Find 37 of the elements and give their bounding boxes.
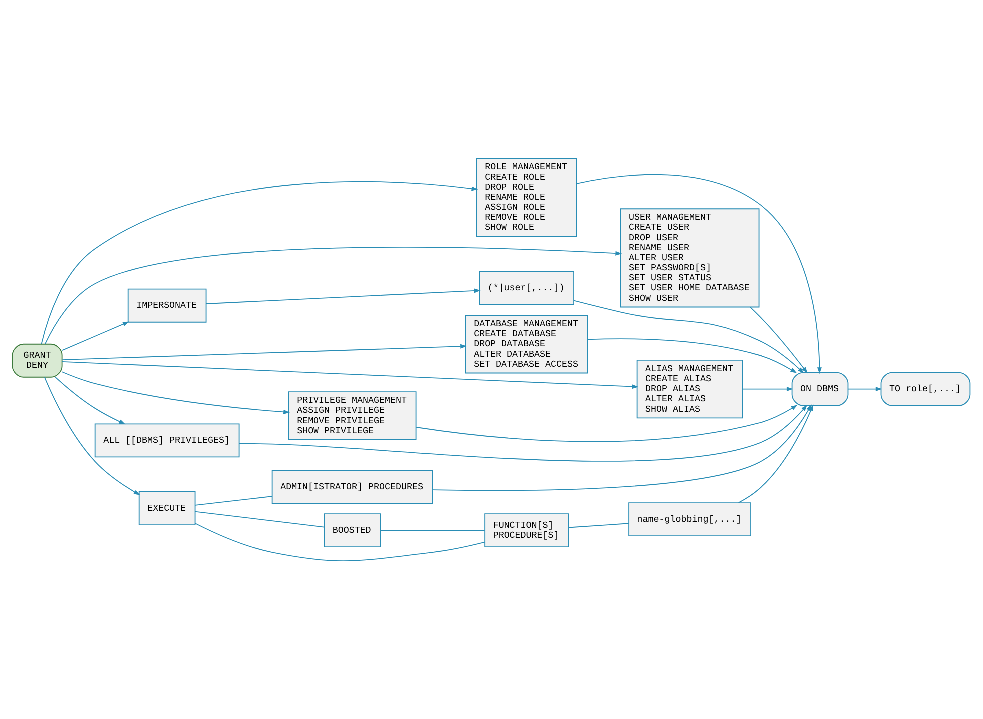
arrow bbox=[62, 360, 639, 389]
arrow bbox=[588, 338, 798, 373]
arrow bbox=[44, 246, 622, 344]
arrow bbox=[574, 300, 804, 374]
node-box: ON DBMS bbox=[792, 372, 849, 406]
connector bbox=[568, 522, 630, 528]
node-box: USER MANAGEMENT CREATE USER DROP USER RENAME USER ALTER USER SET PASSWORD[S] SET USER STATUS SET USER HOME DATABASE SHOW USER bbox=[620, 208, 760, 308]
node-box: EXECUTE bbox=[138, 491, 196, 525]
node-box: IMPERSONATE bbox=[128, 288, 207, 322]
node-box: ALIAS MANAGEMENT CREATE ALIAS DROP ALIAS ALTER ALIAS SHOW ALIAS bbox=[636, 359, 744, 418]
node-box: ROLE MANAGEMENT CREATE ROLE DROP ROLE RENAME ROLE ASSIGN ROLE REMOVE ROLE SHOW ROLE bbox=[476, 158, 578, 237]
node-box: BOOSTED bbox=[324, 513, 381, 547]
node-box: ALL [[DBMS] PRIVILEGES] bbox=[94, 423, 240, 458]
connector bbox=[194, 510, 325, 528]
connector bbox=[194, 496, 272, 506]
arrow bbox=[750, 306, 808, 374]
node-box: TO role[,...] bbox=[880, 372, 971, 406]
arrow bbox=[416, 404, 798, 442]
arrow bbox=[41, 180, 478, 344]
arrow bbox=[62, 321, 130, 350]
arrow bbox=[44, 376, 140, 495]
node-box: ADMIN[ISTRATOR] PROCEDURES bbox=[272, 470, 434, 504]
node-box: PRIVILEGE MANAGEMENT ASSIGN PRIVILEGE REMOVE PRIVILEGE SHOW PRIVILEGE bbox=[288, 391, 417, 440]
arrow bbox=[576, 174, 822, 374]
arrow bbox=[742, 386, 794, 392]
node-box: GRANT DENY bbox=[12, 343, 63, 378]
arrow bbox=[55, 376, 126, 424]
arrow bbox=[62, 344, 468, 360]
arrow bbox=[62, 371, 290, 414]
connector bbox=[195, 522, 486, 562]
arrow bbox=[238, 404, 808, 462]
arrow bbox=[848, 386, 882, 392]
node-box: name-globbing[,...] bbox=[628, 502, 752, 536]
arrow bbox=[206, 288, 481, 304]
node-box: (*|user[,...]) bbox=[479, 270, 574, 305]
node-box: DATABASE MANAGEMENT CREATE DATABASE DROP DATABASE ALTER DATABASE SET DATABASE ACCESS bbox=[465, 314, 588, 374]
node-box: FUNCTION[S] PROCEDURE[S] bbox=[484, 513, 569, 547]
